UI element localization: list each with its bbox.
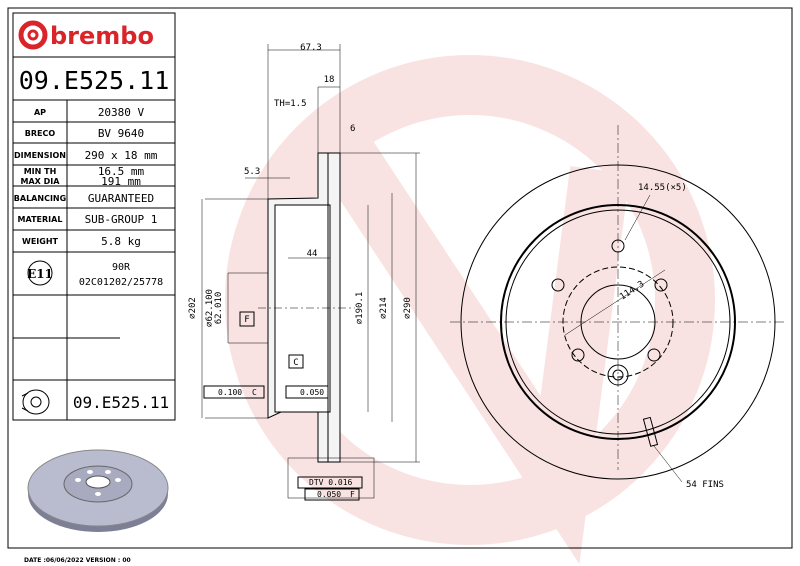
dim-d202: ∅202 <box>188 297 198 319</box>
datum-c: C <box>293 358 298 368</box>
parallelism-tolerance: 0.100 <box>218 388 242 397</box>
part-number: 09.E525.11 <box>19 66 170 95</box>
approval-mark: E11 90R 02C01202/25778 <box>27 260 163 288</box>
approval-number: 02C01202/25778 <box>79 277 163 288</box>
spec-value: 290 x 18 mm <box>85 149 158 162</box>
disc-render <box>27 449 169 532</box>
dim-d214: ∅214 <box>379 297 389 319</box>
dim-bolt-holes: 14.55(×5) <box>638 183 687 193</box>
date-version: DATE :06/06/2022 VERSION : 00 <box>24 557 131 564</box>
brand-name: brembo <box>50 22 154 50</box>
part-number-footer: 09.E525.11 <box>73 393 169 412</box>
spec-value: 5.8 kg <box>101 235 141 248</box>
spec-value: 191 mm <box>101 175 141 188</box>
disc-icon <box>21 389 50 415</box>
spec-label: WEIGHT <box>22 237 59 246</box>
spec-value: SUB-GROUP 1 <box>85 213 158 226</box>
dim-overall-height: 67.3 <box>300 43 322 53</box>
runout-tolerance: 0.050 <box>317 490 341 499</box>
spec-rows: AP 20380 V BRECO BV 9640 DIMENSION 290 x… <box>14 106 158 248</box>
datum-f: F <box>244 315 249 325</box>
runout-ref: F <box>350 490 355 499</box>
dtv-tolerance: DTV 0.016 <box>309 478 353 487</box>
parallelism-ref: C <box>252 388 257 397</box>
spec-label: AP <box>34 108 46 117</box>
dim-d190: ∅190.1 <box>355 292 365 325</box>
dim-offset: 5.3 <box>244 167 260 177</box>
approval-regulation: 90R <box>112 262 131 273</box>
dim-depth: 44 <box>307 249 318 259</box>
frame <box>7 7 793 549</box>
brembo-watermark <box>225 55 715 565</box>
front-view <box>450 125 785 483</box>
spec-label: BRECO <box>25 129 56 138</box>
spec-table <box>12 12 176 421</box>
spec-label: MIN TH <box>24 167 57 176</box>
dim-pcd: 114.3 <box>618 279 646 302</box>
spec-label: MATERIAL <box>18 215 63 224</box>
dim-d62-min: 62.010 <box>214 292 224 325</box>
spec-value: BV 9640 <box>98 127 144 140</box>
dim-thickness: 18 <box>324 75 335 85</box>
dim-six: 6 <box>350 124 355 134</box>
spec-value: GUARANTEED <box>88 192 154 205</box>
spec-value: 16.5 mm <box>98 165 145 178</box>
e11-mark: E11 <box>27 267 53 281</box>
spec-value: 20380 V <box>98 106 145 119</box>
dim-fins: 54 FINS <box>686 480 724 490</box>
flatness-tolerance: 0.050 <box>300 388 324 397</box>
dim-d290: ∅290 <box>403 297 413 319</box>
brembo-logo: brembo <box>18 20 154 50</box>
dim-th: TH=1.5 <box>274 99 307 109</box>
section-view <box>201 44 420 501</box>
spec-label: MAX DIA <box>21 177 61 186</box>
spec-label: DIMENSION <box>14 151 66 160</box>
dim-d62-max: ∅62.100 <box>205 289 215 327</box>
dimension-labels: 67.3 18 TH=1.5 6 5.3 44 ∅202 ∅62.100 62.… <box>188 43 413 499</box>
spec-label: BALANCING <box>14 194 66 203</box>
